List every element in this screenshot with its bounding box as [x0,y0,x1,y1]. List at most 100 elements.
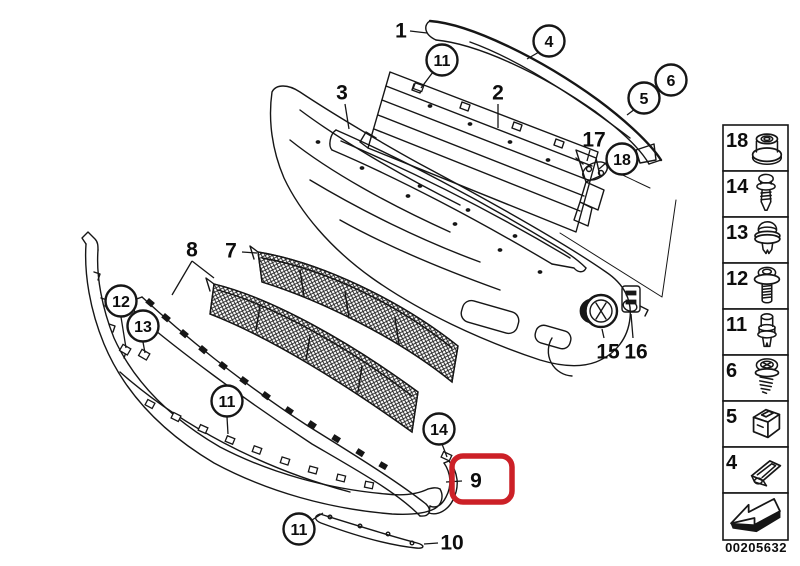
callout-circle [422,412,456,446]
callout-label: 4 [545,34,554,51]
highlight-box [449,453,515,505]
callout-7-part[interactable]: 7 [225,240,237,263]
part-2-front-panel-carrier [359,71,605,233]
leader-line [526,51,540,60]
legend-item-label: 5 [726,406,737,428]
callout-16-part[interactable]: 16 [624,341,647,364]
callout-label: 11 [291,522,308,539]
callout-label: 17 [582,129,605,152]
callout-10-part[interactable]: 10 [440,532,463,555]
callout-13-fastener[interactable]: 13 [126,309,160,343]
callout-label: 6 [667,73,676,90]
callout-11-fastener[interactable]: 11 [210,384,244,418]
part-16-bracket [621,285,649,317]
clip-13-location [137,348,151,361]
part-3-bumper-carrier [329,129,587,273]
callout-18-fastener[interactable]: 18 [605,142,639,176]
part-8-lower-grille [205,277,419,434]
callout-label: 5 [640,91,649,108]
legend-item-label: 14 [726,176,749,198]
callout-17-part[interactable]: 17 [582,129,605,152]
fastener-legend: 18 14 13 12 11 6 5 4 [722,124,789,541]
callout-circle [126,309,160,343]
callout-circle [532,24,566,58]
part-7-upper-grille [249,245,459,384]
legend-item-5[interactable]: 5 [722,400,789,448]
leader-line [344,103,350,130]
leader-line [420,71,434,89]
highlighted-callout-9[interactable]: 9 [445,453,515,505]
leader-line [423,542,439,545]
callout-label: 1 [395,20,407,43]
front-spoiler [81,231,443,516]
callout-14-fastener[interactable]: 14 [422,412,456,446]
part-10-strip [314,513,424,549]
callout-circle [605,142,639,176]
callout-2-part[interactable]: 2 [492,82,504,105]
callout-circle [654,63,688,97]
callout-11-fastener[interactable]: 11 [425,43,459,77]
legend-item-label: 11 [726,314,747,336]
callout-label: 14 [430,422,448,439]
leader-line [226,416,229,435]
callout-4-fastener[interactable]: 4 [532,24,566,58]
part-15-emblem [579,293,619,329]
doc-number: 00205632 [725,540,787,555]
legend-item-label: 12 [726,268,748,290]
callout-label: 13 [134,319,152,336]
clip-12-location [118,343,132,356]
callout-3-part[interactable]: 3 [336,82,348,105]
callout-label: 15 [596,341,620,364]
legend-item-arrow[interactable] [722,492,789,541]
callout-6-fastener[interactable]: 6 [654,63,688,97]
legend-item-18[interactable]: 18 [722,124,789,172]
callout-8-part[interactable]: 8 [186,239,198,262]
legend-item-12[interactable]: 12 [722,262,789,310]
callout-circle [425,43,459,77]
callout-12-fastener[interactable]: 12 [104,284,138,318]
callout-11-fastener[interactable]: 11 [282,512,316,546]
legend-item-6[interactable]: 6 [722,354,789,402]
leader-line [441,443,448,458]
leader-line [311,512,324,521]
legend-item-11[interactable]: 11 [722,308,789,356]
legend-item-13[interactable]: 13 [722,216,789,264]
callout-label: 3 [336,82,348,105]
callout-label: 12 [112,294,130,311]
callout-circle [210,384,244,418]
callout-circle [627,81,661,115]
callout-15-part[interactable]: 15 [596,341,620,364]
legend-item-label: 6 [726,360,737,382]
callout-circle [104,284,138,318]
legend-item-label: 18 [726,130,748,152]
leader-line [630,313,634,339]
callout-circle [282,512,316,546]
callout-label: 2 [492,82,504,105]
leader-line [191,260,215,279]
callout-label: 8 [186,239,198,262]
callout-label: 11 [219,394,236,411]
legend-item-label: 13 [726,222,748,244]
leader-line [241,251,258,254]
legend-item-4[interactable]: 4 [722,446,789,494]
leader-line [598,161,608,170]
callout-label: 10 [440,532,463,555]
leader-line [586,149,591,162]
callout-label: 18 [613,152,631,169]
callout-label: 16 [624,341,647,364]
legend-item-label: 4 [726,452,738,474]
callout-1-part[interactable]: 1 [395,20,407,43]
callout-label: 11 [434,53,451,70]
leader-line [409,30,428,34]
guide-lines [559,169,677,298]
leader-line [142,341,146,354]
legend-cell [722,446,789,494]
part-17-bracket [412,81,608,181]
callout-5-fastener[interactable]: 5 [627,81,661,115]
callout-label: 7 [225,240,237,263]
leader-line [120,316,127,349]
leader-line [171,260,193,296]
legend-cell [722,170,789,218]
legend-item-14[interactable]: 14 [722,170,789,218]
